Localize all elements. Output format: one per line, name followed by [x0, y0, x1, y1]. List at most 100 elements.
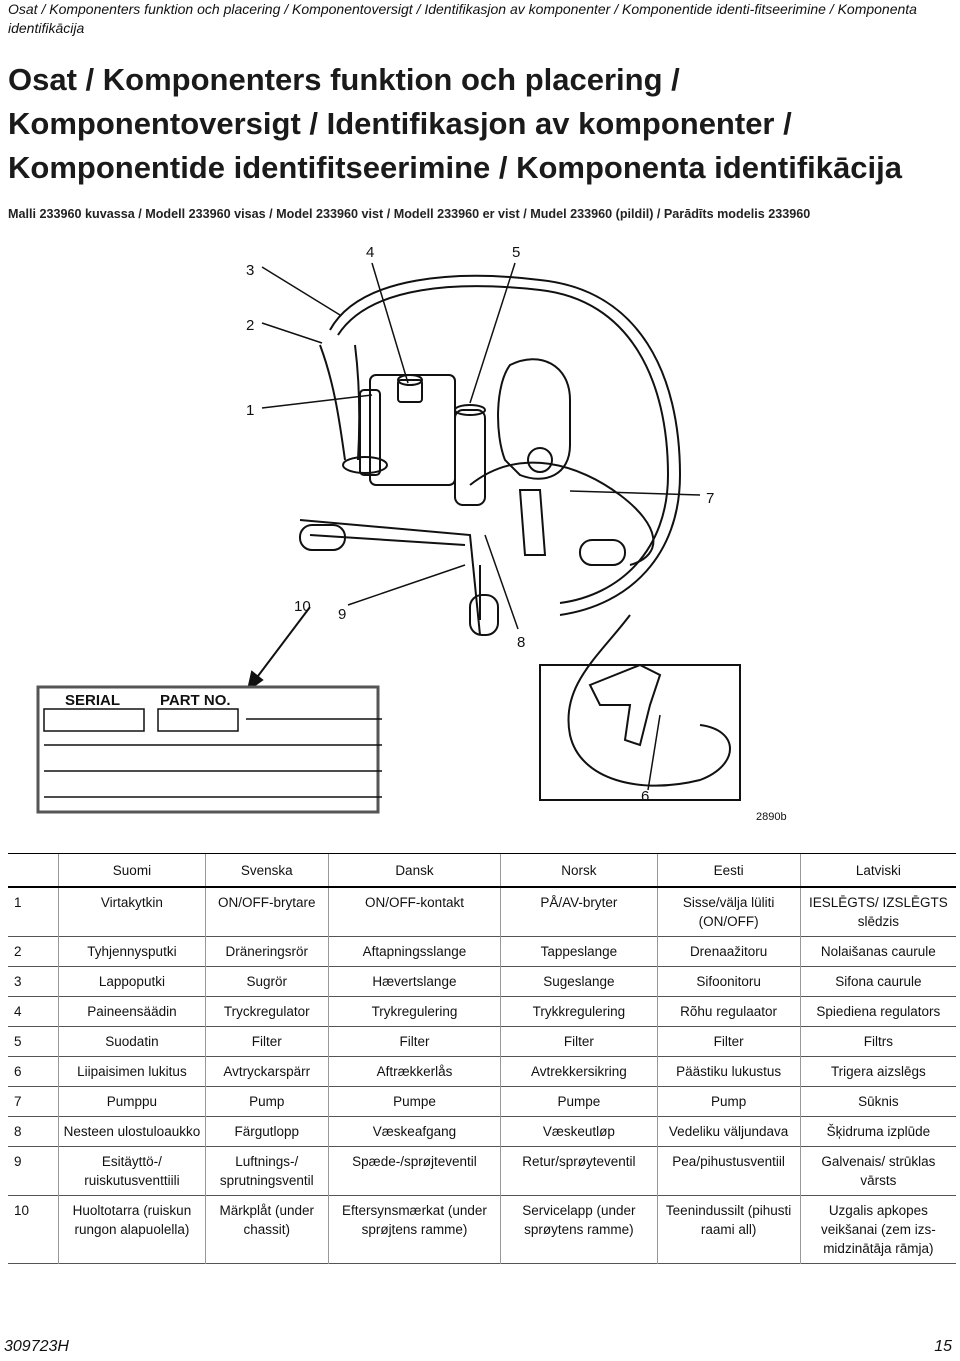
table-cell: Rõhu regulaator [656, 996, 801, 1027]
callout-10: 10 [294, 598, 311, 615]
col-latviski: Latviski [799, 853, 956, 888]
table-cell: Vedeliku väljundava [656, 1116, 801, 1147]
table-cell: Filtrs [799, 1026, 956, 1057]
table-cell: Huoltotarra (ruiskun rungon alapuolella) [58, 1195, 206, 1264]
parts-table: Suomi Svenska Dansk Norsk Eesti Latviski… [8, 853, 956, 1264]
table-cell: Nolaišanas caurule [799, 936, 956, 967]
table-cell: Retur/sprøyteventil [500, 1146, 657, 1196]
table-cell: Avtrekkersikring [500, 1056, 657, 1087]
table-cell: Dräneringsrör [204, 936, 329, 967]
callout-7: 7 [706, 490, 714, 507]
table-cell: Tryckregulator [204, 996, 329, 1027]
callout-5: 5 [512, 244, 520, 261]
row-number: 2 [14, 944, 22, 959]
table-cell: Luftnings-/ sprutningsventil [204, 1146, 329, 1196]
table-cell: Lappoputki [58, 966, 206, 997]
table-cell: Pump [656, 1086, 801, 1117]
table-cell: Spæde-/sprøjteventil [327, 1146, 501, 1196]
table-cell: Pump [204, 1086, 329, 1117]
siphon-tube [319, 344, 346, 461]
col-number [8, 853, 59, 888]
pressure-knob [397, 379, 423, 403]
table-cell: Pumpe [500, 1086, 657, 1117]
col-suomi: Suomi [58, 853, 206, 888]
table-cell: Färgutlopp [204, 1116, 329, 1147]
table-cell: ON/OFF-brytare [204, 887, 329, 937]
motor-housing [369, 374, 456, 486]
table-cell: Væskeutløp [500, 1116, 657, 1147]
table-cell: Servicelapp (under sprøytens ramme) [500, 1195, 657, 1264]
table-cell: Trigera aizslēgs [799, 1056, 956, 1087]
callout-1: 1 [246, 402, 254, 419]
running-head: Osat / Komponenters funktion och placeri… [8, 1, 917, 36]
table-cell: PÅ/AV-bryter [500, 887, 657, 937]
row-number: 5 [14, 1034, 22, 1049]
serial-label: SERIAL [65, 692, 120, 709]
page-number: 15 [934, 1338, 952, 1355]
table-cell: Drenaažitoru [656, 936, 801, 967]
table-row: 10 Huoltotarra (ruiskun rungon alapuolell… [8, 1195, 956, 1264]
table-cell: ON/OFF-kontakt [327, 887, 501, 937]
table-cell: Sugeslange [500, 966, 657, 997]
table-cell: Paineensäädin [58, 996, 206, 1027]
table-cell: Filter [500, 1026, 657, 1057]
table-cell: Uzgalis apkopes veikšanai (zem izs-midzi… [799, 1195, 956, 1264]
table-cell: Suodatin [58, 1026, 206, 1057]
table-cell: Avtryckarspärr [204, 1056, 329, 1087]
table-cell: Šķidruma izplūde [799, 1116, 956, 1147]
table-cell: Filter [656, 1026, 801, 1057]
front-foot [299, 524, 346, 551]
table-cell: Esitäyttö-/ ruiskutusventtiili [58, 1146, 206, 1196]
sprayer-diagram: SERIAL PART NO. 3 2 1 4 5 7 10 9 8 6 289… [36, 244, 787, 823]
table-cell: Nesteen ulostuloaukko [58, 1116, 206, 1147]
table-cell: Liipaisimen lukitus [58, 1056, 206, 1087]
serial-plate: SERIAL PART NO. [36, 685, 382, 814]
row-number: 10 [14, 1203, 30, 1218]
col-dansk: Dansk [327, 853, 501, 888]
table-cell: Sugrör [204, 966, 329, 997]
table-cell: Galvenais/ strūklas vārsts [799, 1146, 956, 1196]
table-cell: Pumpe [327, 1086, 501, 1117]
table-cell: Aftapningsslange [327, 936, 501, 967]
filter [454, 409, 486, 506]
doc-number: 309723H [4, 1338, 69, 1355]
table-cell: Sisse/välja lüliti (ON/OFF) [656, 887, 801, 937]
row-number: 7 [14, 1094, 22, 1109]
table-cell: Teenindussilt (pihusti raami all) [656, 1195, 801, 1264]
row-number: 1 [14, 895, 22, 910]
callout-8: 8 [517, 634, 525, 651]
col-eesti: Eesti [656, 853, 801, 888]
col-svenska: Svenska [204, 853, 329, 888]
table-cell: Virtakytkin [58, 887, 206, 937]
row-number: 8 [14, 1124, 22, 1139]
table-cell: Filter [327, 1026, 501, 1057]
row-number: 6 [14, 1064, 22, 1079]
hose-loop [329, 274, 682, 616]
table-cell: Filter [204, 1026, 329, 1057]
table-cell: Päästiku lukustus [656, 1056, 801, 1087]
callout-2: 2 [246, 317, 254, 334]
table-cell: Märkplåt (under chassit) [204, 1195, 329, 1264]
callout-6: 6 [641, 788, 649, 805]
row-number: 4 [14, 1004, 22, 1019]
table-cell: Tyhjennysputki [58, 936, 206, 967]
table-cell: Pumppu [58, 1086, 206, 1117]
part-no-label: PART NO. [160, 692, 231, 709]
table-cell: Pea/pihustusventiil [656, 1146, 801, 1196]
table-cell: Trykregulering [327, 996, 501, 1027]
table-cell: Trykkregulering [500, 996, 657, 1027]
table-cell: Sifoonitoru [656, 966, 801, 997]
col-norsk: Norsk [500, 853, 657, 888]
table-cell: IESLĒGTS/ IZSLĒGTS slēdzis [799, 887, 956, 937]
table-cell: Spiediena regulators [799, 996, 956, 1027]
table-cell: Aftrækkerlås [327, 1056, 501, 1087]
